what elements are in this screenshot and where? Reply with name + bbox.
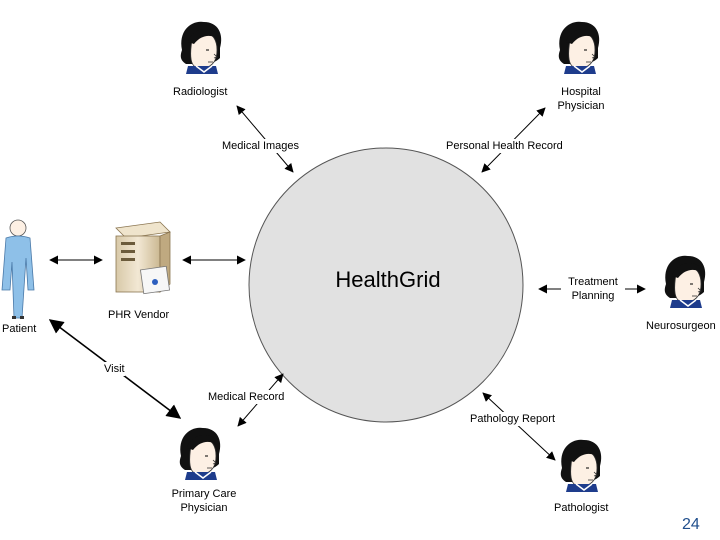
hub-label: HealthGrid — [335, 267, 441, 292]
pathology-report-label: Pathology Report — [470, 412, 555, 426]
neurosurgeon-label: Neurosurgeon — [646, 319, 716, 333]
pathologist-label: Pathologist — [554, 501, 609, 515]
treatment-planning-label-line1: Treatment — [568, 276, 618, 288]
treatment-planning-label: Treatment Planning — [561, 275, 625, 303]
visit-label: Visit — [104, 362, 125, 376]
healthgrid-hub — [248, 147, 524, 423]
primary-care-icon — [179, 426, 221, 481]
patient-label: Patient — [2, 322, 37, 336]
patient-icon — [1, 219, 35, 319]
medical-images-label: Medical Images — [222, 139, 300, 153]
hospital-physician-label: Hospital Physician — [551, 85, 611, 113]
primary-care-label-line2: Physician — [180, 502, 228, 514]
personal-health-record-label: Personal Health Record — [446, 139, 563, 153]
phr-server-icon — [115, 221, 171, 295]
hospital-physician-icon — [558, 20, 600, 75]
hospital-physician-label-line2: Physician — [557, 100, 605, 112]
hospital-physician-label-line1: Hospital — [561, 86, 601, 98]
phr-vendor-label: PHR Vendor — [108, 308, 170, 322]
pathologist-icon — [560, 438, 602, 493]
radiologist-label: Radiologist — [173, 85, 228, 99]
arrow-hub-pathologist — [482, 392, 556, 461]
page-number: 24 — [682, 516, 700, 533]
primary-care-label: Primary Care Physician — [164, 487, 244, 515]
radiologist-icon — [180, 20, 222, 75]
primary-care-label-line1: Primary Care — [171, 488, 237, 500]
treatment-planning-label-line2: Planning — [571, 290, 615, 302]
neurosurgeon-icon — [664, 254, 706, 309]
medical-record-label: Medical Record — [208, 390, 285, 404]
